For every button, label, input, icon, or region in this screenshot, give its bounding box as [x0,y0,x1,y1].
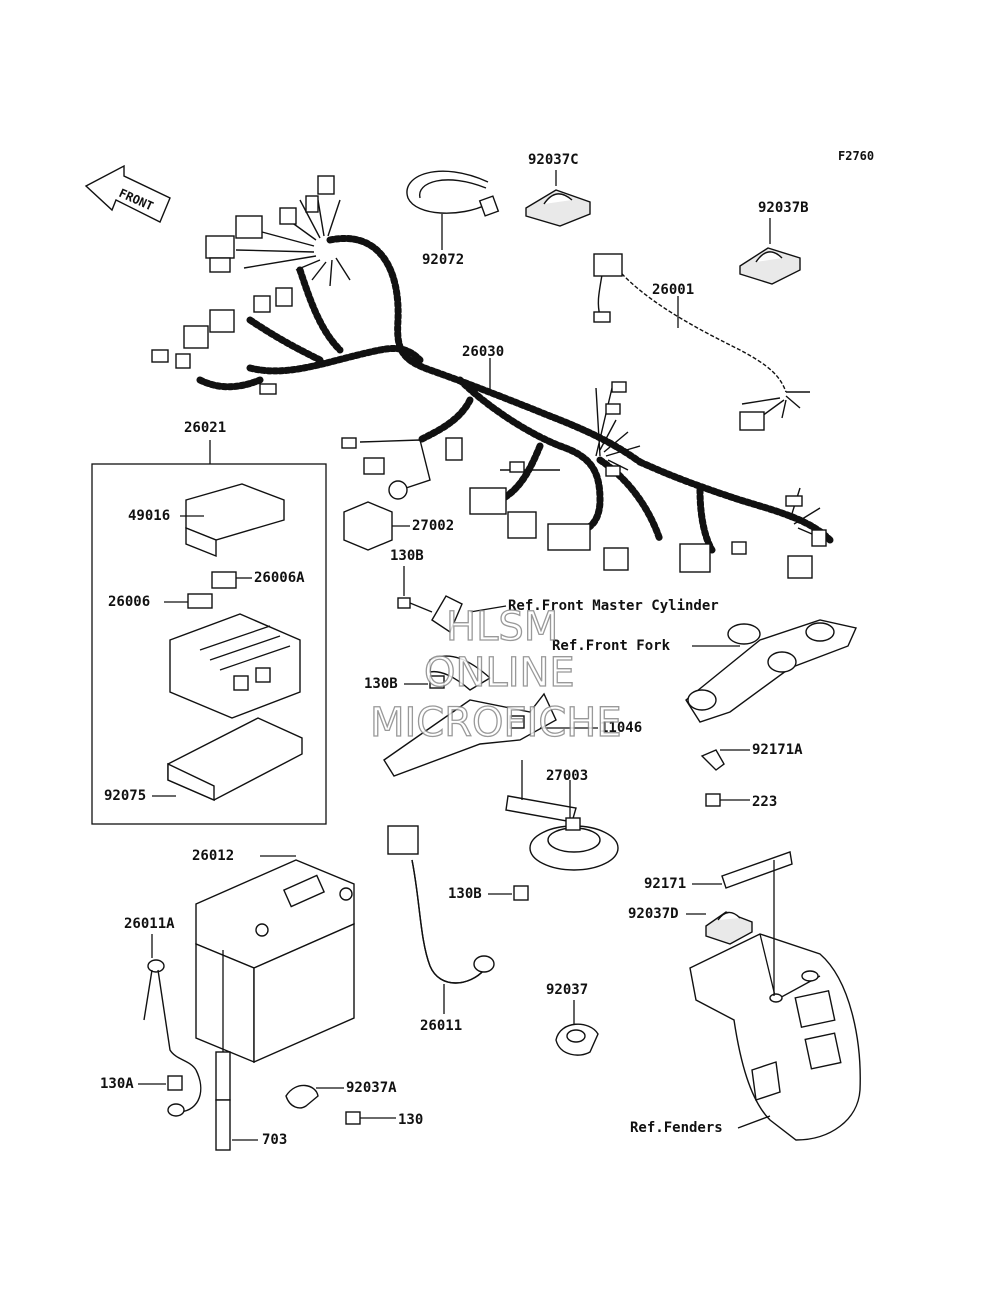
fuse-26006a-icon [211,571,237,589]
label-26012: 26012 [192,848,234,864]
ground-cable-26011a-icon [143,959,202,1117]
watermark-line3: MICROFICHE [370,700,622,746]
clamp-92037-icon [555,1023,599,1056]
label-92037: 92037 [546,982,588,998]
label-26006a: 26006A [254,570,305,586]
clamp-92037b-icon [739,247,801,285]
label-703: 703 [262,1132,287,1148]
clamp-92037d-icon [705,911,753,945]
label-26021: 26021 [184,420,226,436]
label-92072: 92072 [422,252,464,268]
bracket-11046-icon [383,595,557,777]
relay-27002-icon [343,501,393,551]
label-130b-mid: 130B [364,676,398,692]
label-92037a: 92037A [346,1080,397,1096]
bolt-223-icon [705,793,721,807]
bolt-130b-low-icon [513,885,529,901]
label-130b-top: 130B [390,548,424,564]
ref-front-fork: Ref.Front Fork [552,638,671,654]
diagram-code: F2760 [838,149,874,163]
tube-703-icon [215,950,231,1151]
bolt-130b-top-icon [397,597,433,613]
rear-fender-icon [689,860,861,1141]
bolt-130-icon [345,1111,361,1125]
bolt-130a-icon [167,1075,183,1091]
fuse-holder-92075-icon [167,717,303,802]
bracket-92171a-icon [700,749,725,771]
clamp-92037a-icon [285,1084,319,1109]
front-fork-bracket-icon [685,619,857,723]
label-11046: 11046 [600,720,642,736]
label-26030: 26030 [462,344,504,360]
label-26006: 26006 [108,594,150,610]
label-92171a: 92171A [752,742,803,758]
label-92037b: 92037B [758,200,809,216]
label-26011: 26011 [420,1018,462,1034]
label-130b-low: 130B [448,886,482,902]
label-92037c: 92037C [528,152,579,168]
cable-tie-92072-icon [406,170,500,250]
label-130a: 130A [100,1076,134,1092]
ref-front-master-cylinder: Ref.Front Master Cylinder [508,598,719,614]
watermark: HLSM ONLINE MICROFICHE [369,603,622,746]
fuse-box-body-icon [169,613,301,719]
strap-92171-icon [721,851,793,889]
watermark-line1: HLSM [446,604,558,650]
label-26001: 26001 [652,282,694,298]
harness-wires [235,199,827,541]
harness-connectors [151,175,827,579]
battery-26012-icon [195,859,355,1064]
label-92171: 92171 [644,876,686,892]
ref-fenders: Ref.Fenders [630,1120,723,1136]
watermark-line2: ONLINE [424,650,575,696]
fuse-26006-icon [187,593,213,609]
label-223: 223 [752,794,777,810]
fuse-box-group-frame [91,463,327,825]
label-27002: 27002 [412,518,454,534]
horn-27003-icon [505,795,619,871]
main-wiring-harness-26030 [196,235,834,554]
clamp-92037c-icon [525,189,591,227]
label-27003: 27003 [546,768,588,784]
battery-cable-26011-icon [387,825,495,984]
fuse-box-cover-49016-icon [185,483,285,558]
front-arrow-icon: FRONT [84,164,171,223]
label-49016: 49016 [128,508,170,524]
label-130: 130 [398,1112,423,1128]
label-92075: 92075 [104,788,146,804]
bolt-130b-mid-icon [429,675,445,689]
sub-harness-26001 [593,253,810,431]
label-26011a: 26011A [124,916,175,932]
label-92037d: 92037D [628,906,679,922]
